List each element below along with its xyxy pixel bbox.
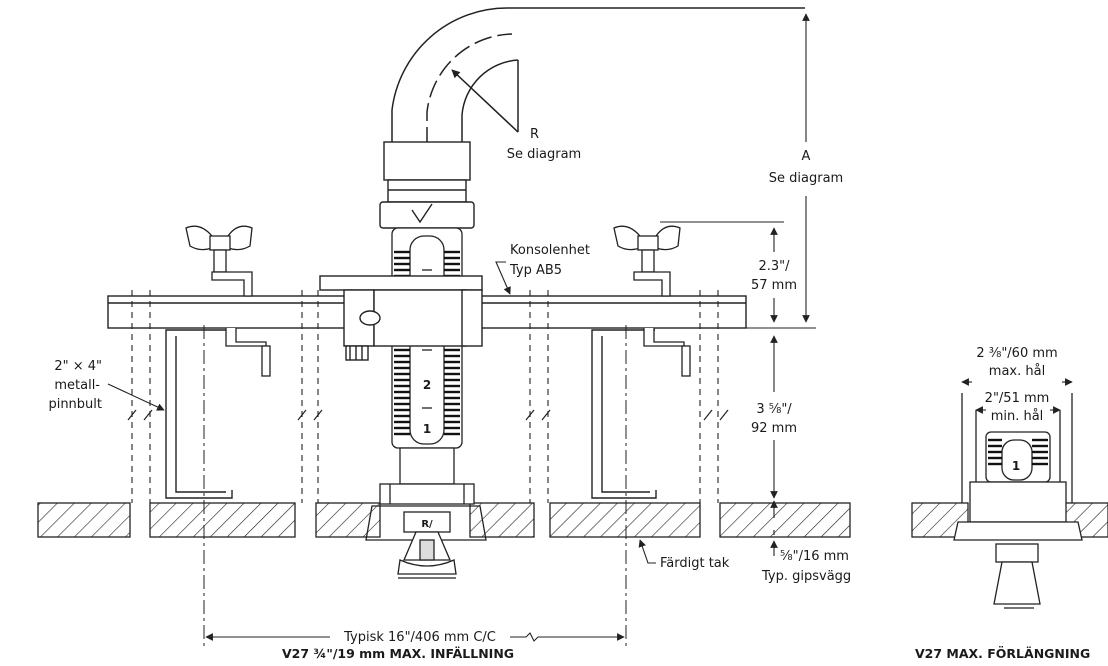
dimension-spacing — [205, 632, 625, 642]
pipe-coupling — [379, 141, 475, 229]
elbow-pipe — [391, 7, 805, 145]
dimension-a — [746, 13, 816, 329]
dimension-gypsum — [740, 500, 778, 556]
wing-nut-clamp-left — [185, 225, 271, 377]
label-spacing: Typisk 16"/406 mm C/C — [343, 630, 496, 645]
label-bracket-a: Konsolenhet — [510, 243, 590, 258]
thread-ribs — [394, 250, 460, 436]
label-ceiling: Färdigt tak — [660, 556, 730, 571]
detail-tube-mark-1: 1 — [1012, 459, 1020, 473]
label-a-sub: Se diagram — [769, 171, 843, 186]
leader-stud — [107, 383, 165, 411]
dimension-2-3 — [660, 221, 784, 323]
label-r-sub: Se diagram — [507, 147, 581, 162]
svg-text:R/: R/ — [421, 519, 433, 530]
label-a: A — [802, 149, 811, 164]
c-channel-right — [591, 329, 657, 499]
label-gypsum-a: ⅝"/16 mm — [780, 549, 849, 564]
label-dim-2-3-b: 57 mm — [751, 278, 797, 293]
radius-arrow — [451, 69, 519, 133]
label-dim-2-3-a: 2.3"/ — [758, 259, 790, 274]
stud-center-lines — [203, 325, 627, 648]
label-min-hole-b: min. hål — [991, 409, 1044, 424]
label-bracket-b: Typ AB5 — [509, 263, 562, 278]
label-max-hole-b: max. hål — [989, 364, 1045, 379]
detail-thread-ribs — [988, 438, 1048, 466]
wing-nut-clamp-right — [613, 225, 691, 377]
bracket-unit-ab5 — [319, 275, 483, 361]
label-dim-3-5-8-a: 3 ⅝"/ — [756, 402, 792, 417]
c-channel-left — [165, 329, 236, 499]
label-max-hole-a: 2 ⅜"/60 mm — [976, 346, 1057, 361]
tube-mark-1: 1 — [423, 422, 431, 436]
label-dim-3-5-8-b: 92 mm — [751, 421, 797, 436]
caption-right: V27 MAX. FÖRLÄNGNING — [915, 646, 1090, 661]
detail-max-extension — [911, 393, 1108, 609]
escutcheon-and-head: R/ — [365, 483, 487, 579]
leader-bracket — [495, 261, 511, 295]
label-min-hole-a: 2"/51 mm — [985, 391, 1050, 406]
label-gypsum-b: Typ. gipsvägg — [761, 569, 851, 584]
tube-mark-2: 2 — [423, 378, 431, 392]
leader-ceiling — [638, 539, 656, 564]
metal-studs — [131, 290, 719, 503]
label-r: R — [530, 127, 539, 142]
caption-left: V27 ¾"/19 mm MAX. INFÄLLNING — [282, 646, 514, 661]
label-stud-b: metall- — [54, 378, 100, 393]
label-stud-c: pinnbult — [48, 397, 102, 412]
stud-break-marks — [127, 409, 729, 421]
label-stud-a: 2" × 4" — [54, 359, 102, 374]
